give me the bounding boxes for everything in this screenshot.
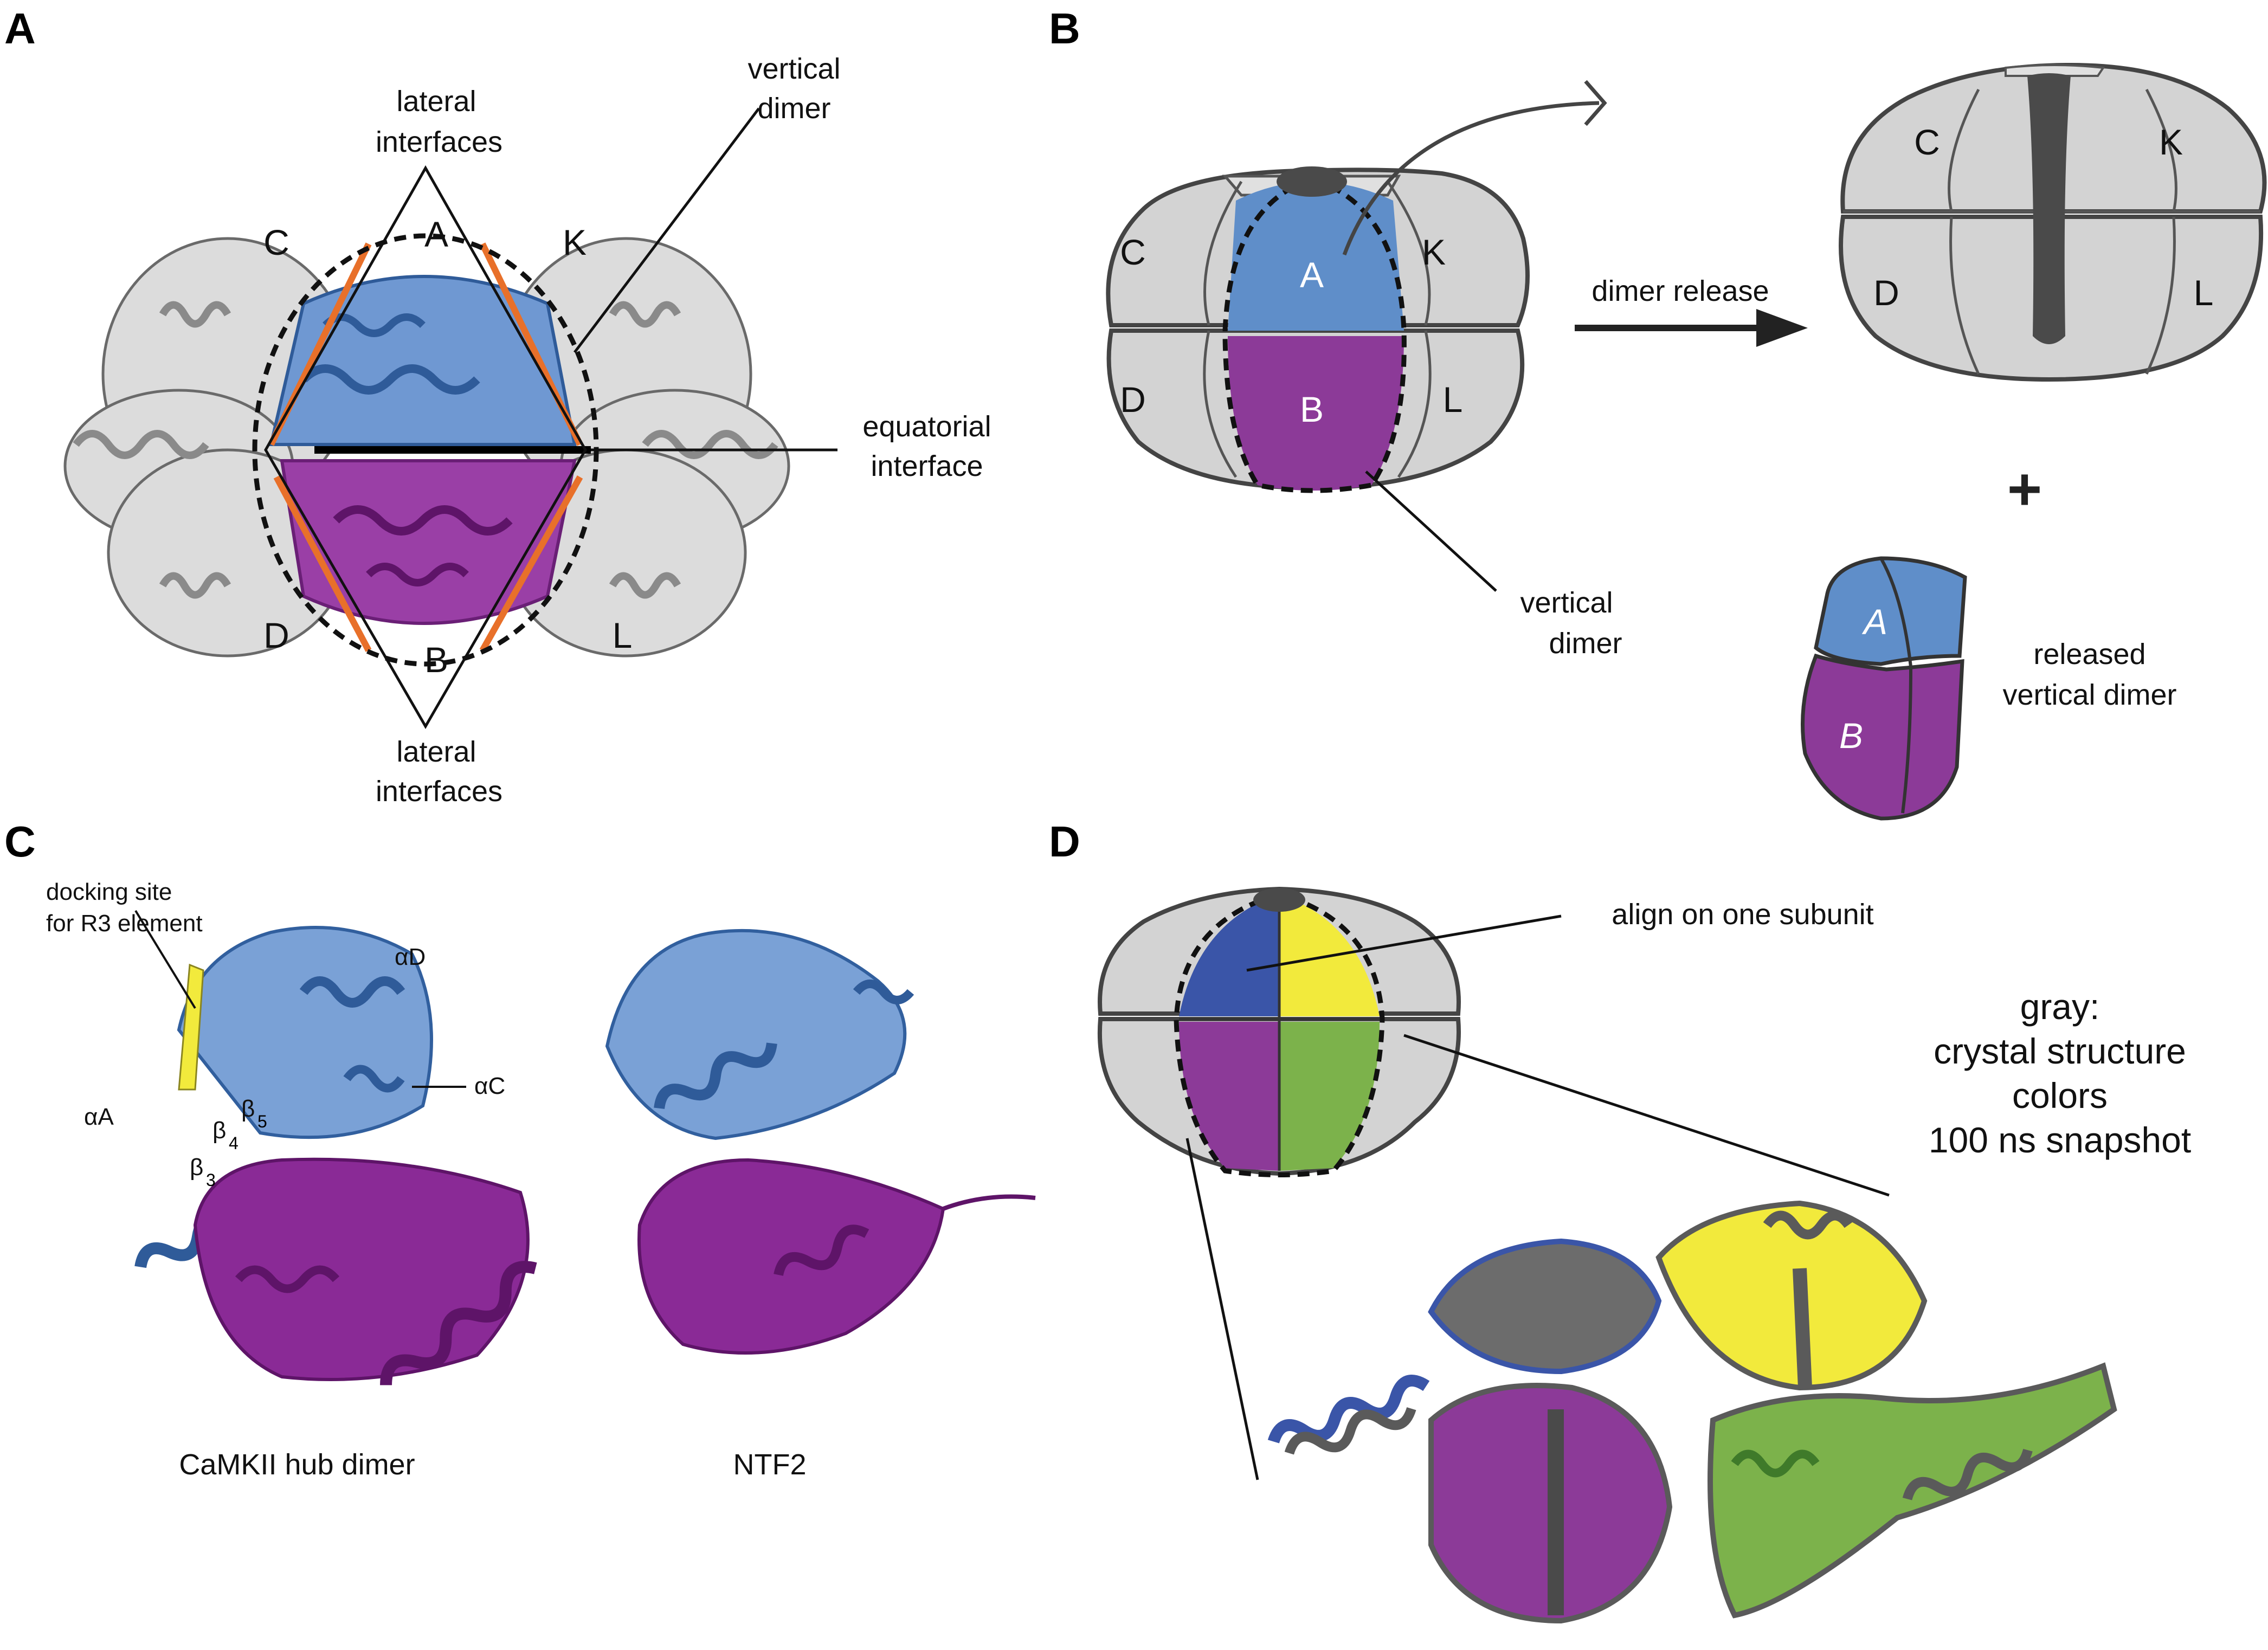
panel-b-released-hub (1839, 62, 2267, 382)
panel-d: D (1049, 817, 2191, 1624)
panel-a-subunit-d: D (263, 615, 289, 655)
panel-a-lateral-diamond (264, 165, 587, 729)
panel-c-ntf2-blue (605, 929, 914, 1140)
panel-a-lateral-bottom-1: lateral (396, 736, 476, 768)
panel-a-gray-helices (73, 301, 778, 599)
panel-b-label: B (1049, 4, 1080, 53)
panel-d-label: D (1049, 817, 1080, 866)
panel-c-beta4-sub: 4 (229, 1133, 239, 1153)
panel-a-subunit-a: A (424, 214, 448, 254)
panel-b-after-c: C (1914, 122, 1940, 162)
panel-c-beta3: β (190, 1154, 203, 1181)
panel-c-helix-c: αC (474, 1073, 505, 1099)
panel-a-subunit-b: B (424, 640, 448, 680)
panel-a-equatorial-2: interface (871, 450, 983, 482)
panel-a: A (4, 4, 991, 808)
panel-a-label: A (4, 4, 36, 53)
panel-c-caption-left: CaMKII hub dimer (179, 1448, 415, 1481)
panel-a-lateral-top-2: interfaces (376, 126, 502, 158)
panel-b-release-curve (1342, 101, 1600, 256)
panel-a-vertical-dimer-2: dimer (757, 92, 830, 125)
panel-c-label: C (4, 817, 36, 866)
panel-a-lateral-top-1: lateral (396, 85, 476, 118)
panel-d-zoom-leader-left (1185, 1138, 1259, 1480)
panel-b-released-dimer (1801, 556, 1967, 821)
panel-b-subunit-k: K (1422, 232, 1446, 272)
panel-d-legend-3: colors (2012, 1075, 2108, 1116)
panel-c-beta3-sub: 3 (206, 1170, 216, 1190)
panel-c-camkii-purple (193, 1157, 537, 1385)
panel-a-subunit-b-cartoon (280, 459, 577, 625)
panel-b-after-k: K (2159, 122, 2183, 162)
panel-b-vertical-dimer-2: dimer (1549, 627, 1622, 660)
panel-c-helix-a: αA (84, 1104, 114, 1130)
panel-c-ntf2-purple (637, 1158, 1036, 1355)
panel-c-caption-right: NTF2 (733, 1448, 807, 1481)
panel-c-docking-leader (134, 910, 196, 1009)
panel-b-after-l: L (2194, 273, 2214, 313)
panel-b-after-d: D (1873, 273, 1899, 313)
panel-d-legend-1: gray: (2020, 987, 2100, 1027)
panel-d-align-leader (1246, 914, 1562, 972)
panel-c-camkii-blue (134, 926, 433, 1268)
panel-a-lateral-bottom-2: interfaces (376, 775, 502, 808)
panel-a-vertical-dimer-leader (574, 107, 760, 353)
panel-b-dimer-release-arrowhead (1756, 309, 1808, 347)
panel-b: B (1049, 4, 2267, 821)
panel-c-beta4: β (212, 1117, 226, 1144)
panel-a-vertical-dimer-1: vertical (748, 53, 840, 85)
panel-b-vertical-dimer-1: vertical (1520, 586, 1613, 619)
panel-d-align: align on one subunit (1612, 898, 1873, 931)
panel-b-subunit-l: L (1443, 379, 1463, 420)
panel-a-subunit-l: L (613, 615, 633, 655)
panel-c-docking-1: docking site (46, 879, 172, 905)
panel-d-legend-2: crystal structure (1934, 1031, 2186, 1071)
panel-b-subunit-b: B (1300, 389, 1324, 429)
panel-a-subunit-a-cartoon (269, 275, 577, 446)
panel-a-equatorial-1: equatorial (862, 410, 991, 443)
panel-b-assembled-hub (1106, 166, 1530, 493)
panel-b-vertical-dimer-leader (1365, 470, 1497, 592)
panel-a-subunit-k: K (563, 222, 587, 262)
panel-c-beta5: β (241, 1095, 255, 1122)
panel-b-subunit-a: A (1300, 255, 1324, 295)
panel-d-zoom-leader-right (1403, 1034, 1890, 1197)
panel-d-overlay-structure (1267, 1200, 2117, 1624)
panel-b-dimer-release: dimer release (1592, 275, 1769, 307)
panel-b-released-a: A (1861, 602, 1887, 642)
panel-c: C docking site for R3 ele (4, 817, 1036, 1481)
panel-a-subunit-c: C (263, 222, 289, 262)
panel-c-beta5-sub: 5 (257, 1112, 267, 1131)
panel-d-legend-4: 100 ns snapshot (1929, 1120, 2191, 1160)
panel-b-plus: + (2007, 456, 2042, 523)
panel-c-helix-d: αD (395, 944, 426, 970)
panel-b-subunit-d: D (1120, 379, 1146, 420)
panel-d-hub (1097, 886, 1461, 1177)
panel-b-released-2: vertical dimer (2002, 679, 2176, 711)
panel-b-released-b: B (1839, 716, 1863, 756)
panel-b-release-curve-head (1584, 80, 1607, 126)
panel-b-subunit-c: C (1120, 232, 1146, 272)
panel-c-docking-2: for R3 element (46, 910, 203, 937)
panel-b-released-1: released (2033, 638, 2145, 671)
